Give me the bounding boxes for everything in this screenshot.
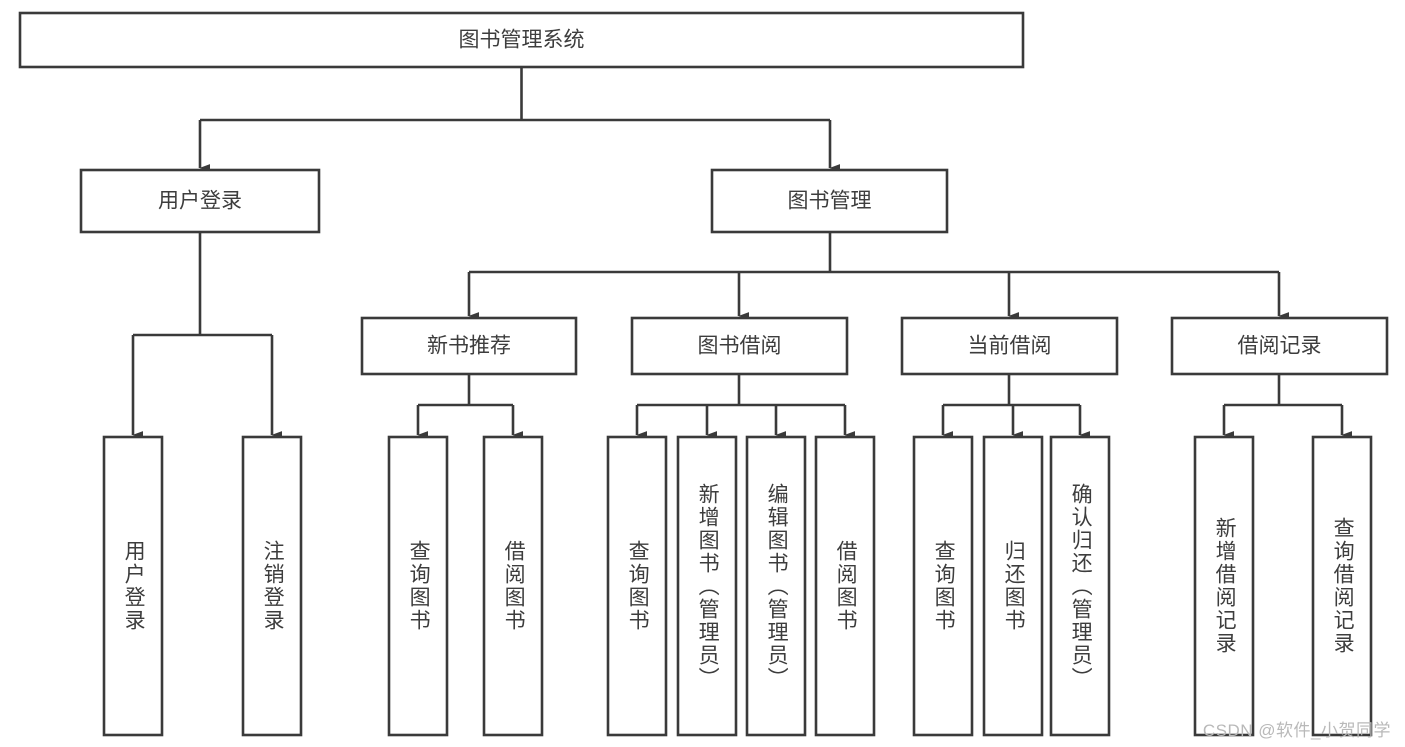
- leaf-label-container: 查询图书: [914, 437, 972, 735]
- leaf-label-container: 借阅图书: [816, 437, 874, 735]
- leaf-node[interactable]: 查询借阅记录: [1311, 435, 1373, 737]
- leaf-label-container: 用户登录: [104, 437, 162, 735]
- leaf-nodes-layer: 用户登录 注销登录 查询图书: [102, 435, 1373, 737]
- leaf-label-container: 新增图书（管理员）: [678, 437, 736, 735]
- leaf-label: 查询图书: [914, 437, 972, 735]
- leaf-label-container: 借阅图书: [484, 437, 542, 735]
- leaf-label: 新增图书（管理员）: [678, 437, 736, 735]
- leaf-box[interactable]: [606, 435, 668, 737]
- leaf-box[interactable]: [1311, 435, 1373, 737]
- node-current-borrow-box[interactable]: [900, 316, 1119, 376]
- leaf-label-text: 查询图书: [932, 540, 956, 632]
- node-current-borrow-label: 当前借阅: [968, 335, 1052, 358]
- node-root-label: 图书管理系统: [459, 29, 585, 52]
- leaf-label-container: 编辑图书（管理员）: [747, 437, 805, 735]
- node-new-book-rec[interactable]: 新书推荐: [360, 316, 578, 376]
- leaf-label-text: 借阅图书: [502, 540, 526, 632]
- node-book-manage[interactable]: 图书管理: [710, 168, 949, 234]
- leaf-node[interactable]: 确认归还（管理员）: [1049, 435, 1111, 737]
- node-new-book-rec-box[interactable]: [360, 316, 578, 376]
- leaf-node[interactable]: 注销登录: [241, 435, 303, 737]
- leaf-label: 确认归还（管理员）: [1051, 437, 1109, 735]
- leaf-box[interactable]: [1049, 435, 1111, 737]
- leaf-box[interactable]: [912, 435, 974, 737]
- leaf-label-container: 确认归还（管理员）: [1051, 437, 1109, 735]
- leaf-label-container: 查询借阅记录: [1313, 437, 1371, 735]
- leaf-box[interactable]: [676, 435, 738, 737]
- leaf-box[interactable]: [814, 435, 876, 737]
- leaf-label-container: 查询图书: [389, 437, 447, 735]
- node-user-login[interactable]: 用户登录: [79, 168, 321, 234]
- leaf-box[interactable]: [1193, 435, 1255, 737]
- leaf-box[interactable]: [241, 435, 303, 737]
- leaf-label-text: 借阅图书: [834, 540, 858, 632]
- leaf-label-text: 归还图书: [1002, 540, 1026, 632]
- node-borrow-record[interactable]: 借阅记录: [1170, 316, 1389, 376]
- leaf-node[interactable]: 查询图书: [912, 435, 974, 737]
- node-borrow-record-box[interactable]: [1170, 316, 1389, 376]
- node-book-borrow-label: 图书借阅: [698, 335, 782, 358]
- node-book-manage-label: 图书管理: [788, 190, 872, 213]
- node-root[interactable]: 图书管理系统: [18, 11, 1025, 69]
- leaf-label-text: 用户登录: [122, 540, 146, 632]
- leaf-label: 查询图书: [389, 437, 447, 735]
- leaf-node[interactable]: 新增借阅记录: [1193, 435, 1255, 737]
- leaf-box[interactable]: [482, 435, 544, 737]
- node-user-login-label: 用户登录: [158, 190, 242, 213]
- node-book-borrow-box[interactable]: [630, 316, 849, 376]
- leaf-node[interactable]: 借阅图书: [814, 435, 876, 737]
- leaf-label: 用户登录: [104, 437, 162, 735]
- leaf-label-text: 新增图书（管理员）: [696, 482, 720, 690]
- leaf-node[interactable]: 归还图书: [982, 435, 1044, 737]
- node-current-borrow[interactable]: 当前借阅: [900, 316, 1119, 376]
- leaf-label: 借阅图书: [484, 437, 542, 735]
- leaf-label: 查询图书: [608, 437, 666, 735]
- node-new-book-rec-label: 新书推荐: [427, 335, 511, 358]
- node-root-box[interactable]: [18, 11, 1025, 69]
- leaf-node[interactable]: 查询图书: [387, 435, 449, 737]
- leaf-label-text: 查询借阅记录: [1331, 517, 1355, 655]
- leaf-node[interactable]: 新增图书（管理员）: [676, 435, 738, 737]
- leaf-label-container: 新增借阅记录: [1195, 437, 1253, 735]
- leaf-label-container: 查询图书: [608, 437, 666, 735]
- leaf-label-text: 注销登录: [261, 540, 285, 632]
- leaf-label-text: 查询图书: [407, 540, 431, 632]
- node-book-manage-box[interactable]: [710, 168, 949, 234]
- leaf-label: 归还图书: [984, 437, 1042, 735]
- leaf-node[interactable]: 借阅图书: [482, 435, 544, 737]
- leaf-label: 查询借阅记录: [1313, 437, 1371, 735]
- leaf-label: 新增借阅记录: [1195, 437, 1253, 735]
- leaf-label: 借阅图书: [816, 437, 874, 735]
- leaf-label-text: 确认归还（管理员）: [1069, 482, 1093, 690]
- leaf-label: 注销登录: [243, 437, 301, 735]
- leaf-box[interactable]: [102, 435, 164, 737]
- leaf-label: 编辑图书（管理员）: [747, 437, 805, 735]
- node-book-borrow[interactable]: 图书借阅: [630, 316, 849, 376]
- node-user-login-box[interactable]: [79, 168, 321, 234]
- leaf-node[interactable]: 编辑图书（管理员）: [745, 435, 807, 737]
- leaf-box[interactable]: [745, 435, 807, 737]
- connectors-layer: [131, 67, 1353, 440]
- leaf-label-container: 归还图书: [984, 437, 1042, 735]
- leaf-label-text: 新增借阅记录: [1213, 517, 1237, 655]
- leaf-box[interactable]: [387, 435, 449, 737]
- leaf-label-container: 注销登录: [243, 437, 301, 735]
- leaf-label-text: 编辑图书（管理员）: [765, 482, 789, 690]
- node-borrow-record-label: 借阅记录: [1238, 335, 1322, 358]
- leaf-node[interactable]: 用户登录: [102, 435, 164, 737]
- leaf-label-text: 查询图书: [626, 540, 650, 632]
- nodes-layer: 图书管理系统 用户登录 图书管理 新书推荐 图书借阅 当前借阅: [18, 11, 1389, 737]
- watermark-label: CSDN @软件_小贺同学: [1202, 721, 1391, 740]
- leaf-node[interactable]: 查询图书: [606, 435, 668, 737]
- leaf-box[interactable]: [982, 435, 1044, 737]
